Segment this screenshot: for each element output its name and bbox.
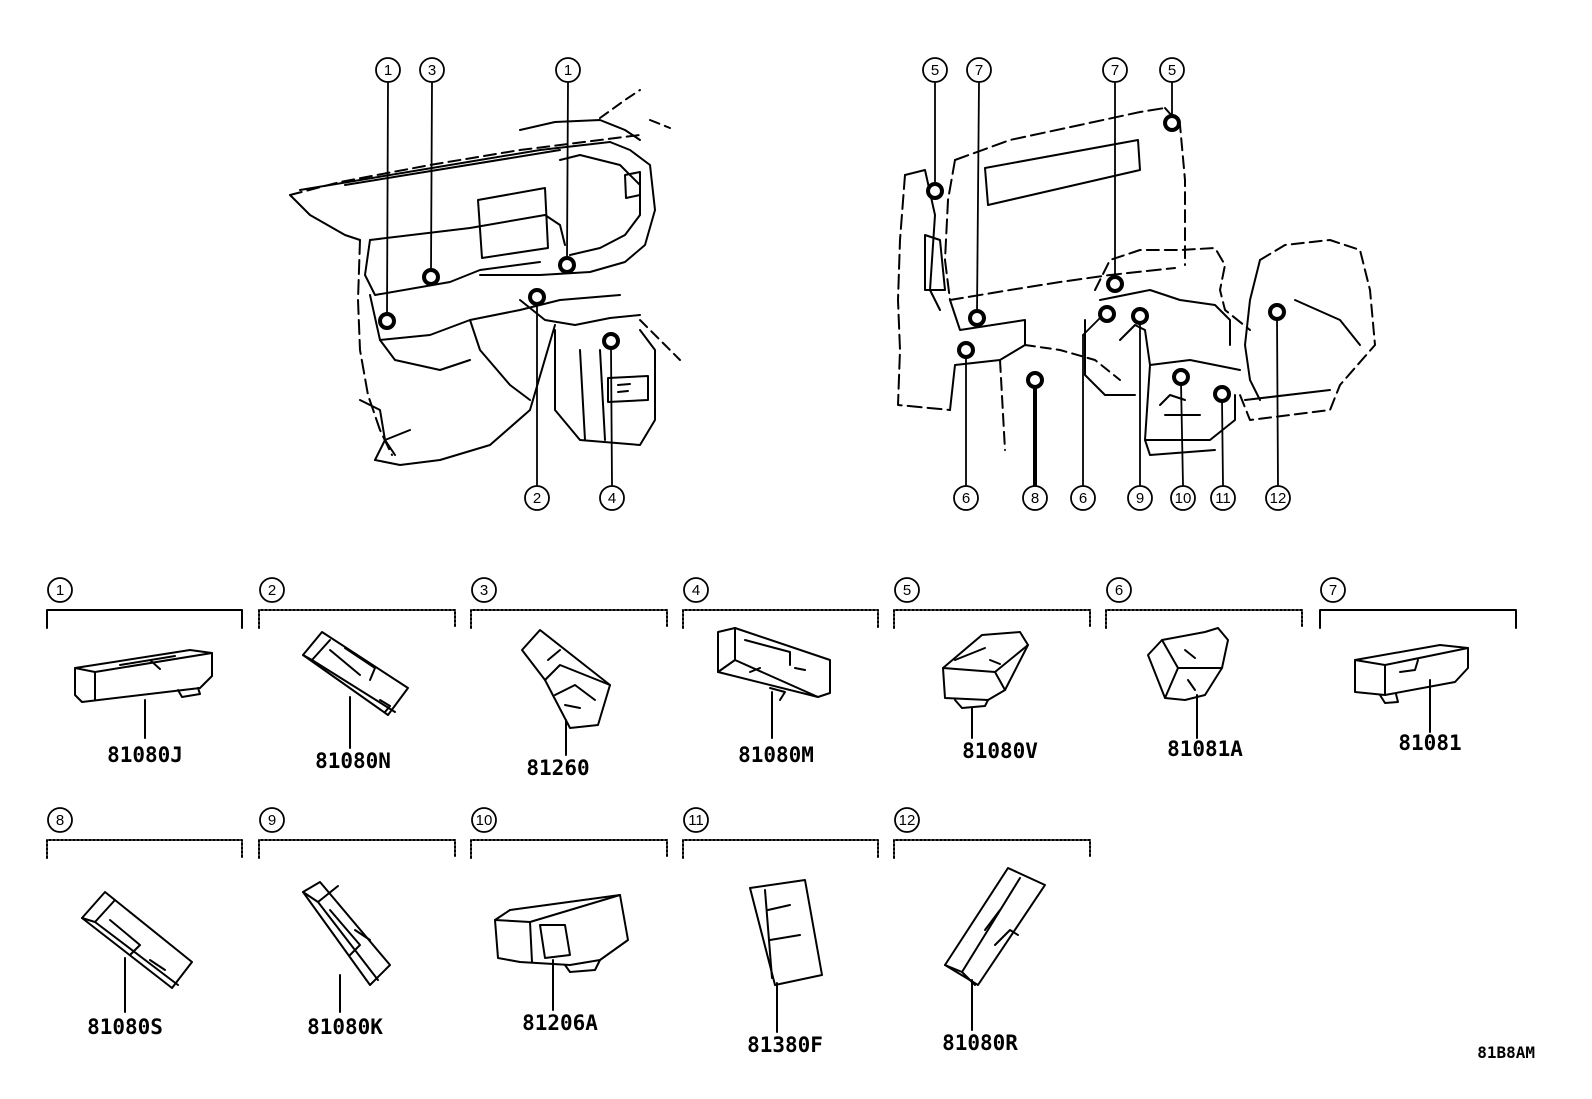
panel-num-7: 7	[1320, 577, 1346, 603]
part-number-2: 81080N	[315, 749, 391, 773]
callout-11: 11	[1210, 485, 1236, 511]
svg-text:5: 5	[931, 62, 939, 79]
part-number-9: 81080K	[307, 1015, 383, 1039]
svg-text:12: 12	[1270, 490, 1287, 507]
callout-7: 7	[966, 57, 992, 83]
svg-text:12: 12	[899, 812, 916, 829]
panel-num-2: 2	[259, 577, 285, 603]
svg-text:1: 1	[384, 62, 392, 79]
svg-text:6: 6	[1115, 582, 1123, 599]
panel-num-9: 9	[259, 807, 285, 833]
svg-text:11: 11	[688, 812, 704, 829]
diagram-code: 81B8AM	[1477, 1043, 1535, 1062]
svg-text:2: 2	[533, 490, 541, 507]
panel-num-4: 4	[683, 577, 709, 603]
callouts-right: 5 7 7 5 6 8 6 9 10 11 12	[922, 57, 1291, 511]
part-number-8: 81080S	[87, 1015, 163, 1039]
part-sketch-2	[302, 631, 409, 749]
svg-text:3: 3	[428, 62, 436, 79]
part-sketch-7	[1354, 644, 1469, 733]
panel-num-12: 12	[894, 807, 920, 833]
svg-text:5: 5	[1168, 62, 1176, 79]
callout-6b: 6	[1070, 485, 1096, 511]
callout-3: 3	[419, 57, 445, 83]
callout-7b: 7	[1102, 57, 1128, 83]
callout-10: 10	[1170, 485, 1196, 511]
callout-6: 6	[953, 485, 979, 511]
part-number-6: 81081A	[1167, 737, 1243, 761]
leader-lines-right	[934, 82, 1279, 486]
leader-lines-left	[386, 82, 613, 486]
panel-num-1: 1	[47, 577, 73, 603]
svg-text:3: 3	[480, 582, 488, 599]
svg-text:8: 8	[1031, 490, 1039, 507]
part-numbers: 81080J 81080N 81260 81080M 81080V 81081A…	[87, 731, 1462, 1057]
svg-text:6: 6	[1079, 490, 1087, 507]
part-number-5: 81080V	[962, 739, 1038, 763]
part-sketch-6	[1147, 627, 1229, 739]
svg-text:9: 9	[1136, 490, 1144, 507]
panel-num-8: 8	[47, 807, 73, 833]
svg-text:7: 7	[1329, 582, 1337, 599]
svg-text:1: 1	[564, 62, 572, 79]
callout-5b: 5	[1159, 57, 1185, 83]
svg-text:4: 4	[692, 582, 700, 599]
svg-text:4: 4	[608, 490, 616, 507]
panel-num-3: 3	[471, 577, 497, 603]
callout-1b: 1	[555, 57, 581, 83]
part-sketch-1	[74, 649, 213, 739]
callout-5: 5	[922, 57, 948, 83]
part-number-11: 81380F	[747, 1033, 823, 1057]
callout-2: 2	[524, 485, 550, 511]
callouts-left: 1 3 1 2 4	[375, 57, 625, 511]
part-sketch-9	[302, 881, 391, 1013]
callout-4: 4	[599, 485, 625, 511]
part-sketch-3	[521, 629, 611, 756]
panel-numbers: 1 2 3 4 5 6 7 8 9 10 11 12	[47, 577, 1346, 833]
panel-num-11: 11	[683, 807, 709, 833]
part-sketch-8	[81, 891, 193, 1013]
svg-text:8: 8	[56, 812, 64, 829]
svg-text:5: 5	[903, 582, 911, 599]
svg-text:9: 9	[268, 812, 276, 829]
dashboard-illustration	[289, 89, 681, 466]
part-number-3: 81260	[526, 756, 589, 780]
svg-text:1: 1	[56, 582, 64, 599]
panel-num-6: 6	[1106, 577, 1132, 603]
callout-1: 1	[375, 57, 401, 83]
part-sketch-12	[944, 867, 1046, 1031]
svg-text:10: 10	[1175, 490, 1192, 507]
svg-text:7: 7	[1111, 62, 1119, 79]
part-number-10: 81206A	[522, 1011, 598, 1035]
part-sketch-11	[749, 879, 823, 1033]
part-sketch-5	[942, 631, 1029, 739]
part-sketch-10	[494, 894, 629, 1011]
svg-text:6: 6	[962, 490, 970, 507]
part-sketch-4	[717, 627, 831, 739]
callout-8: 8	[1022, 485, 1048, 511]
panel-brackets	[46, 609, 1517, 859]
svg-text:2: 2	[268, 582, 276, 599]
part-number-4: 81080M	[738, 743, 814, 767]
svg-text:7: 7	[975, 62, 983, 79]
part-number-1: 81080J	[107, 743, 183, 767]
location-markers	[378, 114, 1286, 487]
panel-num-10: 10	[471, 807, 497, 833]
part-number-7: 81081	[1398, 731, 1461, 755]
panel-num-5: 5	[894, 577, 920, 603]
svg-text:10: 10	[476, 812, 493, 829]
callout-12: 12	[1265, 485, 1291, 511]
cabin-illustration	[897, 107, 1376, 456]
callout-9: 9	[1127, 485, 1153, 511]
part-number-12: 81080R	[942, 1031, 1018, 1055]
svg-text:11: 11	[1215, 490, 1231, 507]
